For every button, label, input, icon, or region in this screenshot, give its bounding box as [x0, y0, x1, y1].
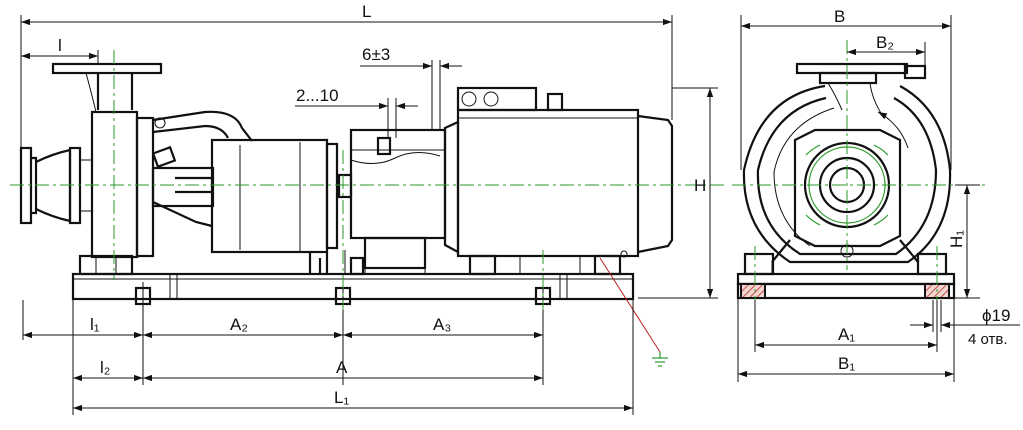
label-B1: B₁ [838, 354, 855, 373]
label-clearance-6: 6±3 [362, 45, 390, 64]
bearing-housing [151, 138, 339, 274]
end-view: B B₂ H₁ A₁ B₁ ϕ19 4 отв. [732, 7, 1020, 382]
label-holes-count: 4 отв. [968, 331, 1008, 348]
label-A3: A₃ [433, 315, 451, 334]
label-L1: L₁ [334, 388, 349, 407]
electric-motor [443, 86, 674, 276]
label-l1: l₁ [90, 315, 100, 334]
discharge-flange [51, 62, 163, 113]
coupling-guard [344, 128, 447, 276]
label-A2: A₂ [230, 315, 248, 334]
label-gap-2-10: 2...10 [296, 86, 339, 105]
dimension-lines [21, 18, 714, 412]
extension-lines [20, 15, 718, 415]
label-l: l [58, 36, 62, 55]
volute-casing [742, 84, 952, 274]
end-extension-lines [737, 15, 980, 382]
label-H1: H₁ [947, 230, 966, 248]
center-lines [10, 50, 725, 320]
end-base [736, 252, 956, 300]
pump-body [78, 110, 253, 276]
label-B2: B₂ [876, 33, 894, 52]
side-view: L l 6±3 2...10 H l₁ A₂ A₃ l₂ A L₁ [10, 2, 725, 415]
label-A1: A₁ [838, 325, 855, 344]
shaft [175, 173, 353, 199]
label-L: L [362, 2, 371, 21]
inlet-flange [19, 146, 92, 225]
label-hole-diameter: ϕ19 [982, 306, 1010, 325]
label-l2: l₂ [100, 358, 110, 377]
end-discharge-flange [795, 62, 927, 119]
rotation-arrow [877, 111, 909, 149]
label-B: B [834, 7, 845, 26]
label-H: H [694, 176, 706, 195]
end-dimension-lines [738, 22, 1020, 378]
ground-symbol [599, 257, 668, 367]
label-A: A [336, 358, 348, 377]
end-center-lines [732, 40, 985, 310]
